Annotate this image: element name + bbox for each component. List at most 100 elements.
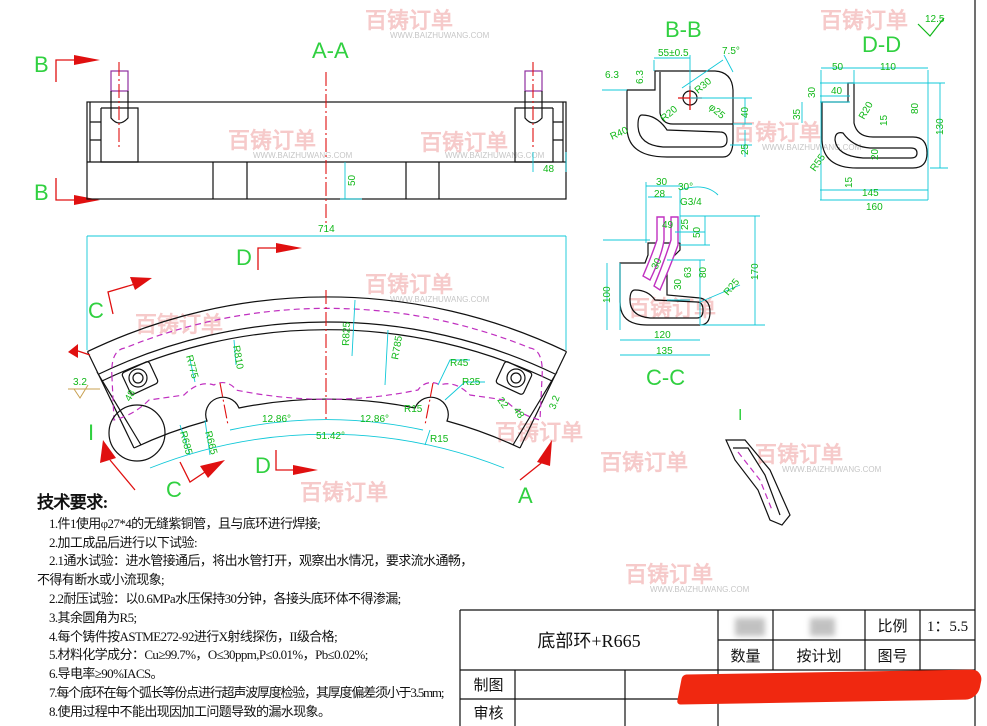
- scale-value: 1：5.5: [926, 618, 969, 635]
- dim: 30: [807, 86, 818, 98]
- view-aa-label: A-A: [312, 38, 349, 63]
- view-dd: D-D 12.5 50 110 40 30 35 80 130 R20 15 2…: [792, 14, 948, 213]
- dim: 12.86°: [360, 414, 389, 425]
- detail-i-view-label: I: [738, 407, 742, 424]
- note-item: 7.每个底环在每个弧长等份点进行超声波厚度检验，其厚度偏差须小于3.5mm;: [49, 684, 444, 700]
- dim: 160: [866, 202, 883, 213]
- section-d-bottom-label: D: [255, 453, 271, 478]
- watermark-brand: 百铸订单: [755, 442, 843, 468]
- dim: 170: [750, 263, 761, 280]
- dim: 15: [879, 114, 890, 126]
- dim-714: 714: [318, 224, 335, 235]
- arrow-head: [74, 195, 100, 205]
- watermark-brand: 百铸订单: [365, 8, 453, 34]
- view-detail-i: I: [725, 407, 791, 526]
- dim: R685: [177, 430, 194, 456]
- note-item: 1.件1使用φ27*4的无缝紫铜管，且与底环进行焊接;: [49, 515, 321, 531]
- view-cc: C-C 30 28 30° G3/4 25 49 50 63 80 170 10…: [602, 177, 765, 390]
- watermark-brand: 百铸订单: [300, 480, 388, 506]
- dim: R20: [659, 104, 680, 125]
- dim: 20: [870, 148, 881, 160]
- watermark-url: WWW.BAIZHUWANG.COM: [650, 585, 750, 594]
- dim-aa-height: 50: [347, 174, 358, 186]
- dim: 40: [740, 106, 751, 118]
- dim: 25: [680, 218, 691, 230]
- section-b-bottom-label: B: [34, 180, 49, 205]
- dim: R25: [462, 377, 481, 388]
- dim: R15: [430, 434, 449, 445]
- note-item: 6.导电率≥90%IACS。: [49, 666, 164, 682]
- watermark-brand: 百铸订单: [365, 272, 453, 298]
- dim: R25: [722, 276, 743, 297]
- bolt-hole-left: [128, 368, 148, 388]
- dim: 49: [662, 220, 674, 231]
- dim: 28: [654, 189, 666, 200]
- note-item: 4.每个铸件按ASTME272-92进行X射线探伤，II级合格;: [49, 628, 338, 644]
- dim: 135: [656, 346, 673, 357]
- dim: R15: [404, 404, 423, 415]
- dim: 30: [656, 177, 668, 188]
- watermark-url: WWW.BAIZHUWANG.COM: [390, 295, 490, 304]
- dim: 145: [862, 188, 879, 199]
- dim: R20: [857, 100, 876, 122]
- dim: 55±0.5: [658, 48, 689, 59]
- section-arrow-b-top: [55, 59, 78, 82]
- view-bb-label: B-B: [665, 17, 702, 42]
- scale-label: 比例: [877, 618, 908, 635]
- watermark-brand: 百铸订单: [495, 420, 583, 446]
- technical-requirements: 技术要求: 1.件1使用φ27*4的无缝紫铜管，且与底环进行焊接; 2.加工成品…: [37, 493, 473, 722]
- watermark-brand: 百铸订单: [228, 128, 316, 154]
- dim: 6.3: [605, 70, 619, 81]
- section-a-label: A: [518, 483, 533, 508]
- dim: 63: [683, 266, 694, 278]
- dim: 80: [698, 266, 709, 278]
- view-plan: 714 R810 R825 R785 R775 R45 R25 R685 R66…: [68, 224, 568, 508]
- note-item: 2.2耐压试验：以0.6MPa水压保持30分钟，各接头底环体不得渗漏;: [49, 590, 401, 606]
- quantity-label: 数量: [730, 648, 761, 665]
- watermark-url: WWW.BAIZHUWANG.COM: [762, 143, 862, 152]
- dim: R775: [183, 354, 200, 380]
- dim: 110: [880, 62, 896, 73]
- dim-line-714: [86, 235, 567, 350]
- section-d-top-label: D: [236, 245, 252, 270]
- detail-i-circle: [108, 404, 166, 462]
- roughness-symbol: 12.5: [925, 14, 945, 25]
- dim: 100: [602, 286, 613, 303]
- dim: 80: [910, 102, 921, 114]
- watermark-url: WWW.BAIZHUWANG.COM: [782, 465, 882, 474]
- dim: 50: [692, 226, 703, 238]
- watermark-url: WWW.BAIZHUWANG.COM: [253, 151, 353, 160]
- surface-roughness: 3.2: [73, 377, 87, 388]
- dim: 30: [673, 278, 684, 290]
- watermark-brand: 百铸订单: [820, 8, 908, 34]
- dim: 48: [511, 405, 527, 421]
- note-item: 不得有断水或小流现象;: [37, 572, 165, 588]
- dim: 22: [495, 395, 511, 411]
- dim: 25: [740, 143, 751, 155]
- dim: G3/4: [680, 197, 702, 208]
- watermark-brand: 百铸订单: [625, 562, 713, 588]
- dim: 48: [123, 388, 138, 404]
- redaction-scribble: [676, 669, 984, 705]
- dim: R665: [202, 430, 219, 456]
- dim: 130: [935, 118, 946, 135]
- dim-aa-offset: 48: [543, 164, 555, 175]
- drawn-by-label: 制图: [473, 678, 504, 694]
- dim: 40: [831, 86, 843, 97]
- drawing-number-label: 图号: [877, 648, 908, 665]
- section-c-bottom-label: C: [166, 477, 182, 502]
- dim-arc-51: [149, 433, 505, 469]
- dim: 30: [650, 256, 665, 271]
- note-item: 8.使用过程中不能出现因加工问题导致的漏水现象。: [49, 703, 331, 719]
- dim: φ25: [706, 102, 727, 122]
- dim: 6.3: [635, 70, 646, 84]
- section-arrow-b-bottom: [55, 178, 78, 201]
- dim: 35: [792, 108, 803, 120]
- note-item: 2.加工成品后进行以下试验:: [49, 534, 198, 550]
- surface-roughness: 3.2: [547, 394, 562, 411]
- view-dd-label: D-D: [862, 32, 901, 57]
- dim: R55: [808, 152, 828, 174]
- arc-outer-r825: [87, 296, 567, 353]
- bb-section-outline: [626, 70, 734, 158]
